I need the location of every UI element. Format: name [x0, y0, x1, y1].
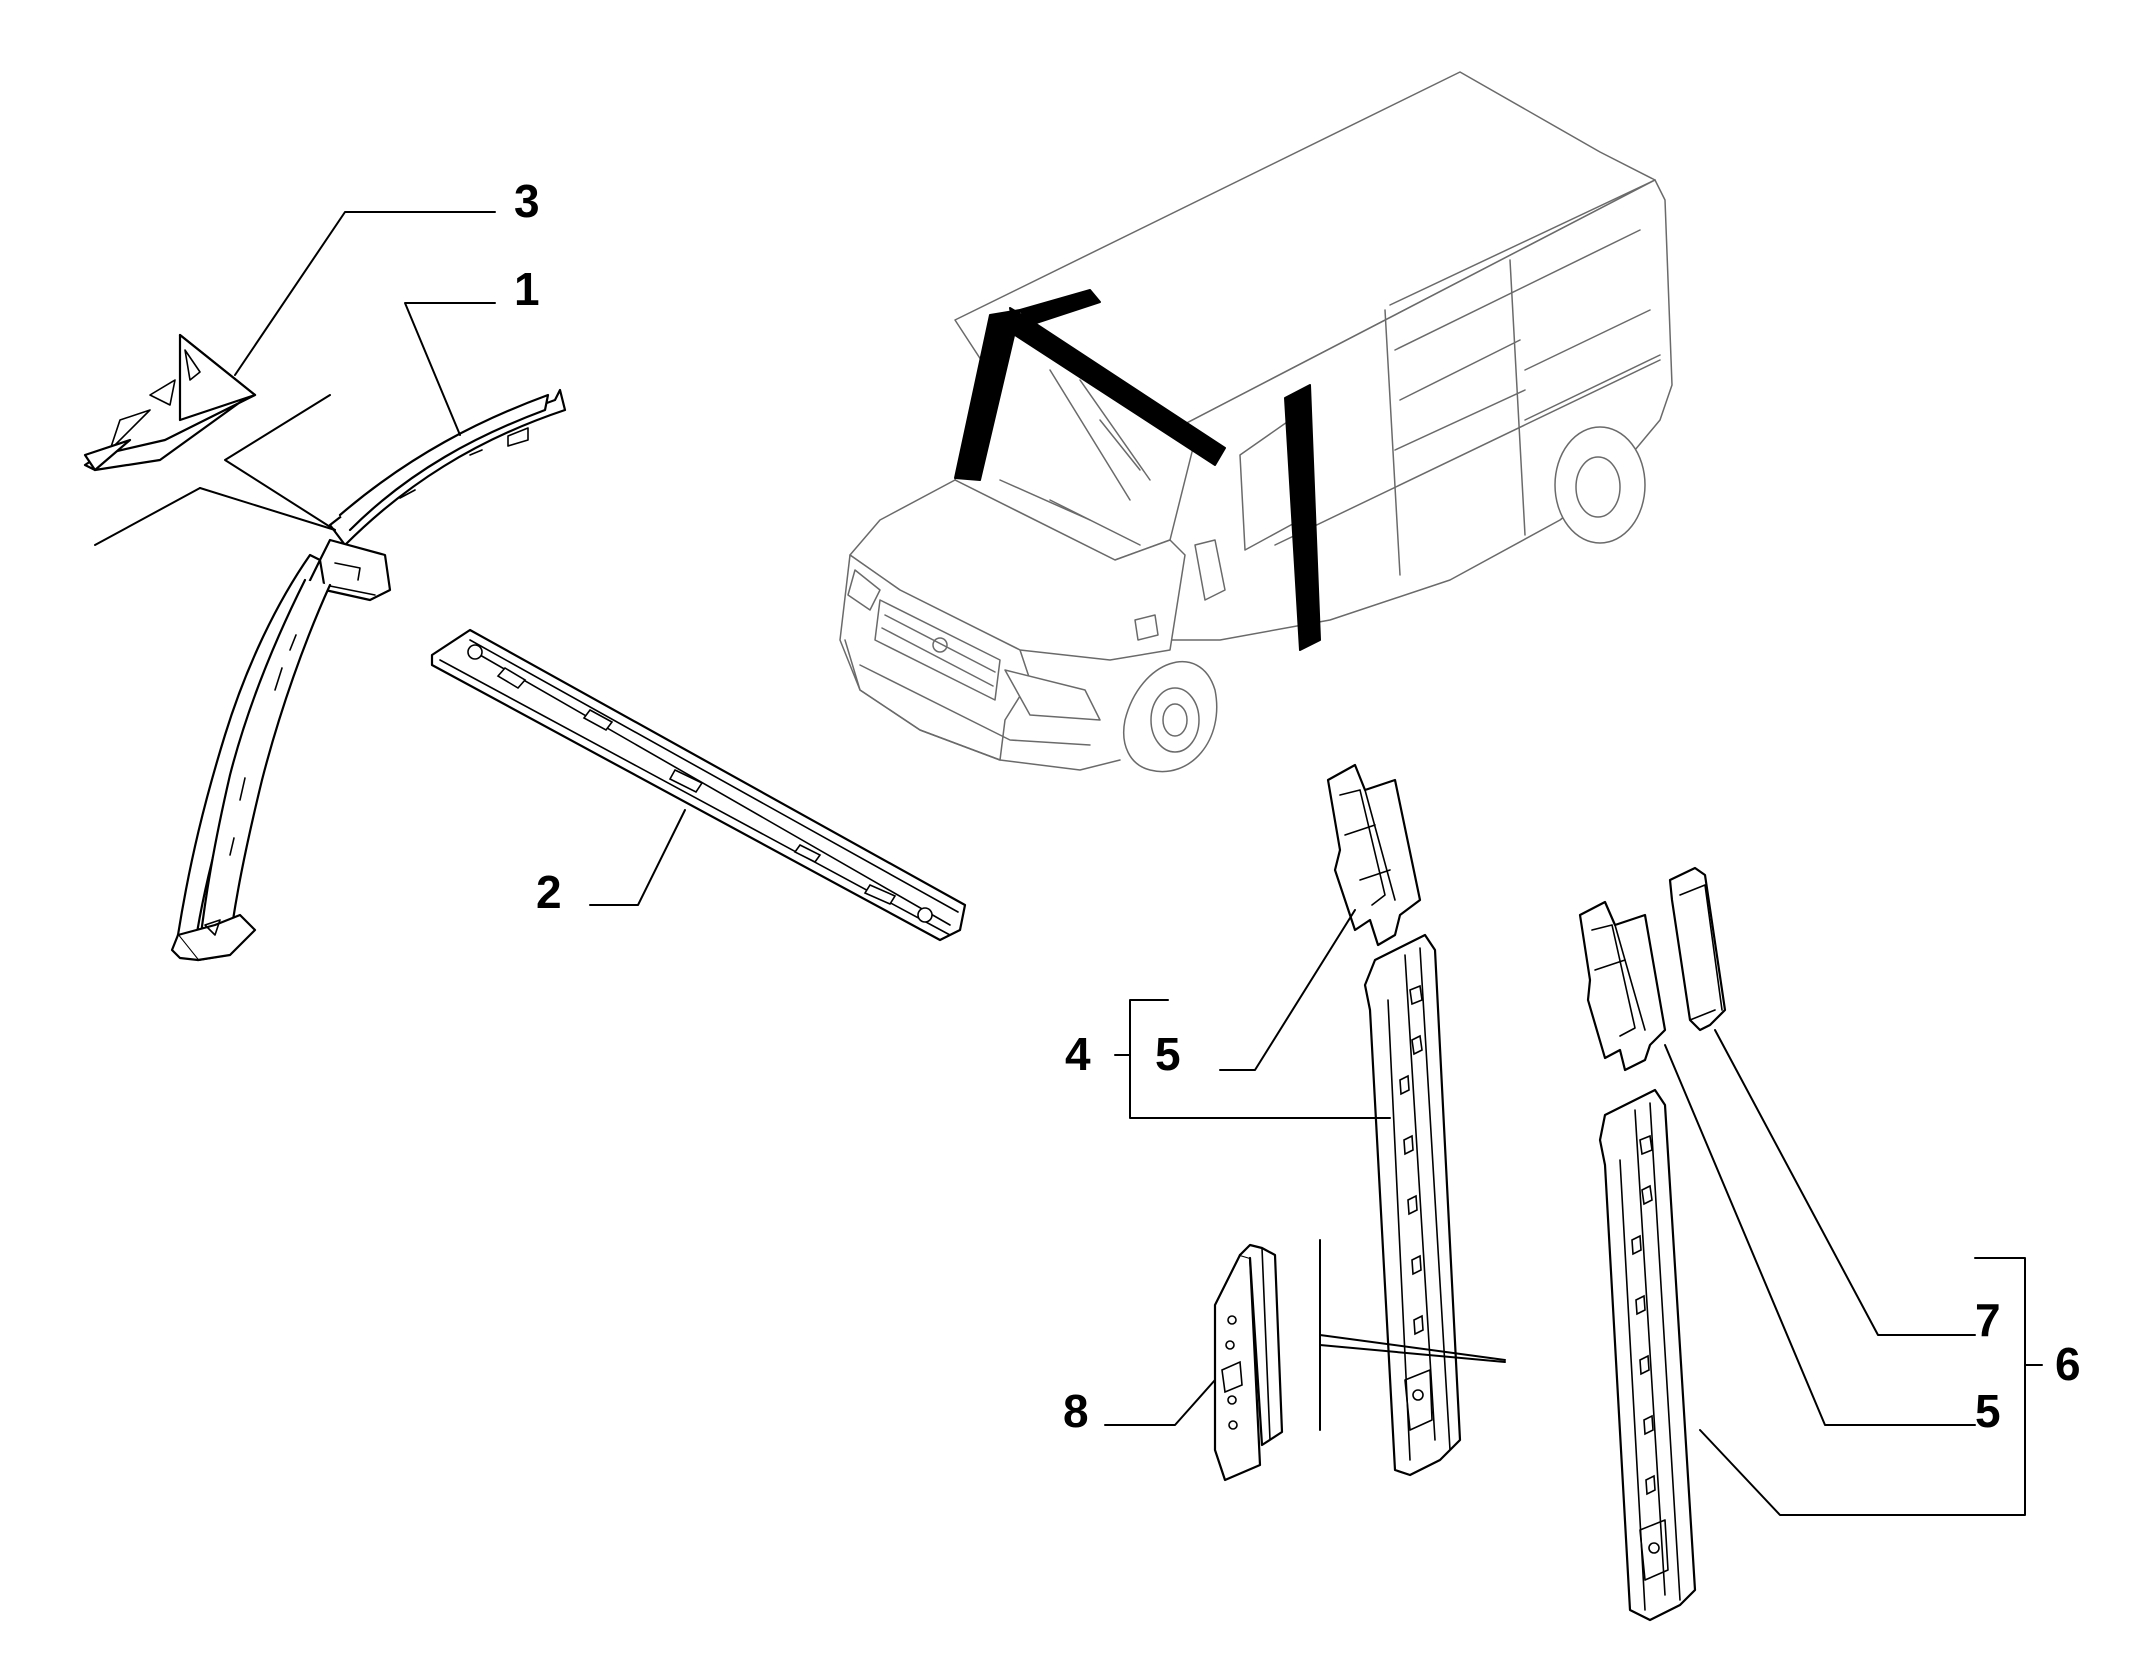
callout-3: 3	[514, 175, 540, 227]
callout-7: 7	[1975, 1294, 2001, 1346]
van-illustration	[839, 71, 1673, 773]
callout-5-right: 5	[1975, 1385, 2001, 1437]
callout-8: 8	[1063, 1385, 1089, 1437]
part-5-bracket-left	[1326, 763, 1422, 947]
part-4-b-pillar	[1363, 933, 1462, 1477]
part-6-b-pillar	[1598, 1088, 1697, 1622]
callout-labels: 3 1 2 4 5 7 6 5 8	[514, 175, 2081, 1437]
b-pillar-highlight	[1284, 384, 1321, 651]
part-7-bracket	[1668, 866, 1727, 1032]
callout-1: 1	[514, 263, 540, 315]
leader-lines	[94, 211, 2043, 1516]
part-1-a-pillar	[170, 388, 567, 962]
section-lines	[1319, 1239, 1506, 1431]
part-2-roof-crossmember	[430, 628, 967, 942]
callout-2: 2	[536, 866, 562, 918]
callout-5-left: 5	[1155, 1028, 1181, 1080]
callout-4: 4	[1065, 1028, 1091, 1080]
callout-6: 6	[2055, 1338, 2081, 1390]
part-3-gusset	[83, 333, 257, 472]
part-5-bracket-right	[1578, 900, 1667, 1072]
part-8-plate	[1213, 1243, 1284, 1482]
